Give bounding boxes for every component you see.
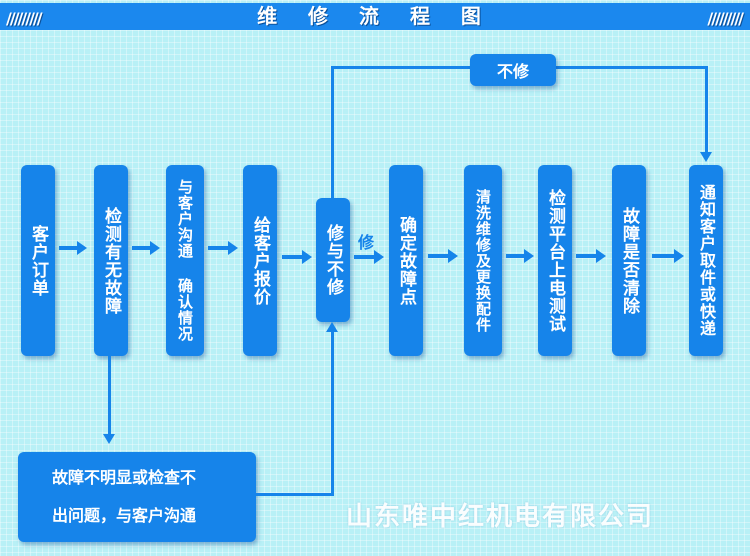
fault-up-arrow-head [326,322,338,332]
step-customer-order: 客户订单 [21,165,55,356]
arrow-head-9-10 [674,249,684,263]
step-clean-repair-replace: 清洗维修及更换配件 [464,165,502,356]
step-confirm-with-customer: 与客户沟通 确认情况 [166,165,204,356]
fault-line-down [108,356,111,434]
arrow-line-5-6 [354,255,374,259]
arrow-head-8-9 [596,249,606,263]
arrow-head-3-4 [228,241,238,255]
fault-line-right [256,493,334,496]
no-repair-line-down [705,66,708,152]
arrow-line-9-10 [652,254,674,258]
fault-unclear-box: 故障不明显或检查不 出问题，与客户沟通 [18,452,256,542]
arrow-line-1-2 [59,246,77,250]
step-power-test: 检测平台上电测试 [538,165,572,356]
fault-unclear-line-1: 故障不明显或检查不 [52,468,197,487]
arrow-head-1-2 [77,241,87,255]
step-fault-cleared: 故障是否清除 [612,165,646,356]
no-repair-arrow-head [700,152,712,162]
no-repair-line-up [331,66,334,198]
repair-label: 修 [358,233,375,252]
arrow-head-2-3 [150,241,160,255]
fault-arrow-head [103,434,115,444]
arrow-line-3-4 [208,246,228,250]
arrow-head-5-6 [374,250,384,264]
arrow-line-7-8 [506,254,524,258]
title-bar: ///////// 维 修 流 程 图 ///////// [0,3,750,30]
stripe-decoration-right: ///////// [707,9,744,28]
no-repair-label: 不修 [470,54,556,86]
arrow-line-8-9 [576,254,596,258]
arrow-head-6-7 [448,249,458,263]
stripe-decoration-left: ///////// [6,9,43,28]
arrow-head-4-5 [302,250,312,264]
arrow-line-2-3 [132,246,150,250]
arrow-line-6-7 [428,254,448,258]
step-detect-fault: 检测有无故障 [94,165,128,356]
page-title: 维 修 流 程 图 [257,4,493,28]
fault-unclear-line-2: 出问题，与客户沟通 [52,506,197,525]
step-locate-fault: 确定故障点 [389,165,423,356]
arrow-line-4-5 [282,255,302,259]
step-repair-decision: 修与不修 [316,198,350,322]
step-notify-pickup: 通知客户取件或快递 [689,165,723,356]
step-quote-price: 给客户报价 [243,165,277,356]
company-watermark: 山东唯中红机电有限公司 [346,502,655,532]
fault-line-up [331,332,334,496]
arrow-head-7-8 [524,249,534,263]
